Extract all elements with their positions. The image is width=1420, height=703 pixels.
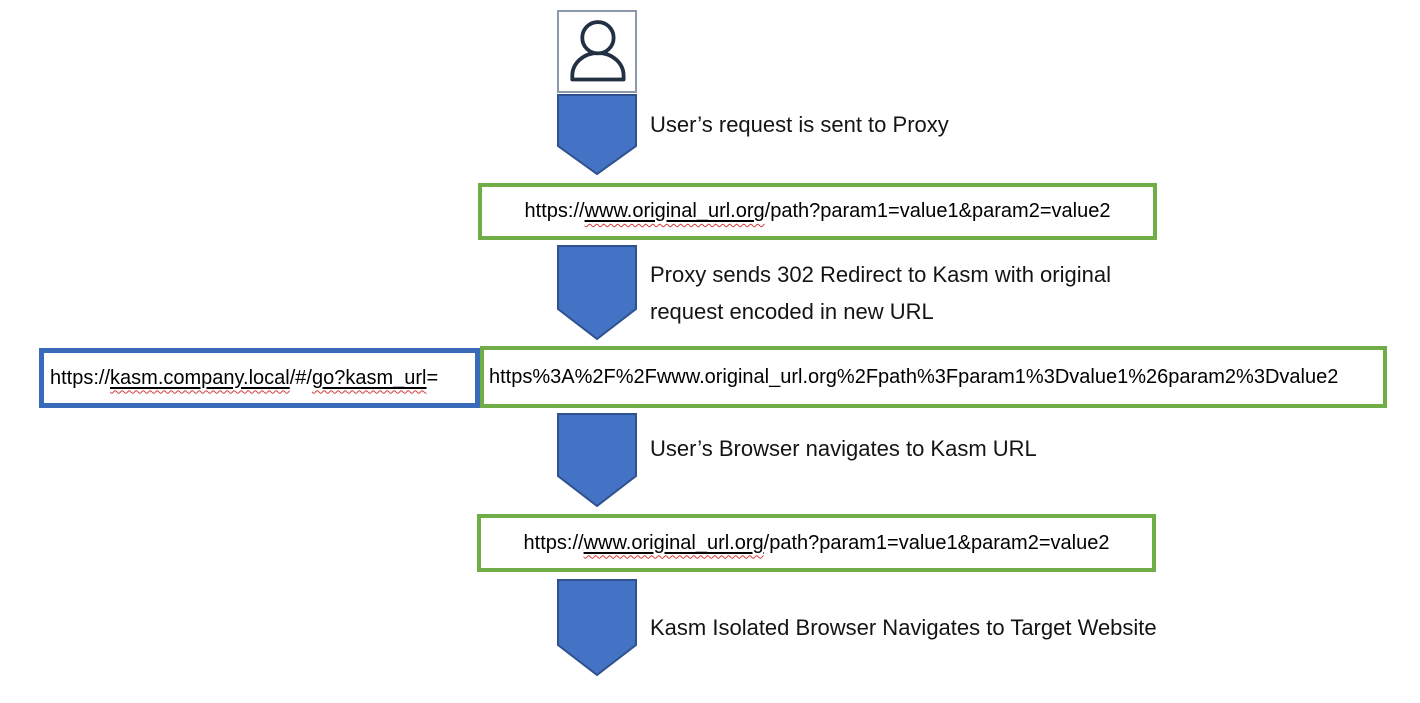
down-arrow-icon-2: [557, 245, 637, 341]
encoded-url-box: https%3A%2F%2Fwww.original_url.org%2Fpat…: [480, 346, 1387, 408]
kasm-url-prefix-box: https://kasm.company.local/#/go?kasm_url…: [39, 348, 480, 408]
step-label-3: User’s Browser navigates to Kasm URL: [650, 436, 1037, 461]
original-url-box-bottom: https://www.original_url.org/path?param1…: [477, 514, 1156, 572]
encoded-url-text: https%3A%2F%2Fwww.original_url.org%2Fpat…: [489, 365, 1339, 388]
down-arrow-icon-1: [557, 94, 637, 176]
user-icon-box: [557, 10, 637, 93]
step-label-4: Kasm Isolated Browser Navigates to Targe…: [650, 615, 1157, 640]
step-label-2-line2: request encoded in new URL: [650, 299, 934, 324]
step-label-2: Proxy sends 302 Redirect to Kasm with or…: [650, 256, 1111, 330]
original-url-box-top: https://www.original_url.org/path?param1…: [478, 183, 1157, 240]
step-label-2-line1: Proxy sends 302 Redirect to Kasm with or…: [650, 262, 1111, 287]
down-arrow-icon-4: [557, 579, 637, 677]
step-label-1: User’s request is sent to Proxy: [650, 112, 949, 137]
down-arrow-icon-3: [557, 413, 637, 508]
original-url-text-bottom: https://www.original_url.org/path?param1…: [523, 531, 1110, 554]
kasm-url-prefix-text: https://kasm.company.local/#/go?kasm_url…: [50, 366, 439, 389]
user-icon: [570, 20, 626, 82]
original-url-text-top: https://www.original_url.org/path?param1…: [524, 200, 1111, 222]
